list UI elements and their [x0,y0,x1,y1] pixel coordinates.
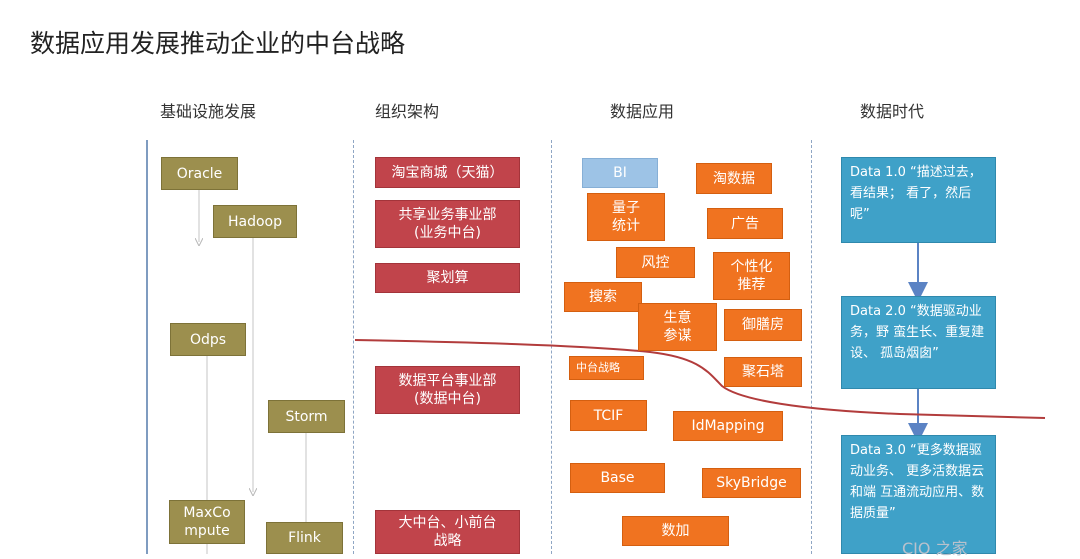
watermark: CIO 之家 [902,539,968,558]
column-header-infra: 基础设施发展 [160,102,257,121]
page-title: 数据应用发展推动企业的中台战略 [30,29,406,58]
org-juhuasuan: 聚划算 [375,263,520,293]
app-bi: BI [582,158,658,188]
app-taoshuju: 淘数据 [696,163,772,194]
app-shengyi-canmou: 生意 参谋 [638,303,717,351]
era-data-2: Data 2.0 “数据驱动业务，野 蛮生长、重复建设、 孤岛烟囱” [841,296,996,389]
app-skybridge: SkyBridge [702,468,801,498]
column-divider [811,140,812,554]
infra-flink: Flink [266,522,343,554]
app-zhongtai-strategy: 中台战略 [569,356,644,380]
column-header-org: 组织架构 [375,102,440,121]
app-jushita: 聚石塔 [724,357,802,387]
infra-hadoop: Hadoop [213,205,297,238]
infra-odps: Odps [170,323,246,356]
timeline-axis [146,140,148,554]
platform-curve [354,339,1046,419]
app-sousuo: 搜索 [564,282,642,312]
org-data-platform: 数据平台事业部 (数据中台) [375,366,520,414]
app-guanggao: 广告 [707,208,783,239]
org-shared-business: 共享业务事业部 (业务中台) [375,200,520,248]
app-idmapping: IdMapping [673,411,783,441]
app-tcif: TCIF [570,400,647,431]
column-header-app: 数据应用 [610,102,675,121]
infra-storm: Storm [268,400,345,433]
column-divider [353,140,354,554]
app-personalized-recommend: 个性化 推荐 [713,252,790,300]
app-liangzi-tongji: 量子 统计 [587,193,665,241]
era-data-1: Data 1.0 “描述过去，看结果； 看了，然后呢” [841,157,996,243]
infra-oracle: Oracle [161,157,238,190]
column-divider [551,140,552,554]
app-base: Base [570,463,665,493]
org-tmall: 淘宝商城（天猫） [375,157,520,188]
column-header-era: 数据时代 [860,102,925,121]
app-fengkong: 风控 [616,247,695,278]
org-big-middle-small-front: 大中台、小前台 战略 [375,510,520,554]
app-yushanfang: 御膳房 [724,309,802,341]
infra-maxcompute: MaxCo mpute [169,500,245,544]
app-shujia: 数加 [622,516,729,546]
